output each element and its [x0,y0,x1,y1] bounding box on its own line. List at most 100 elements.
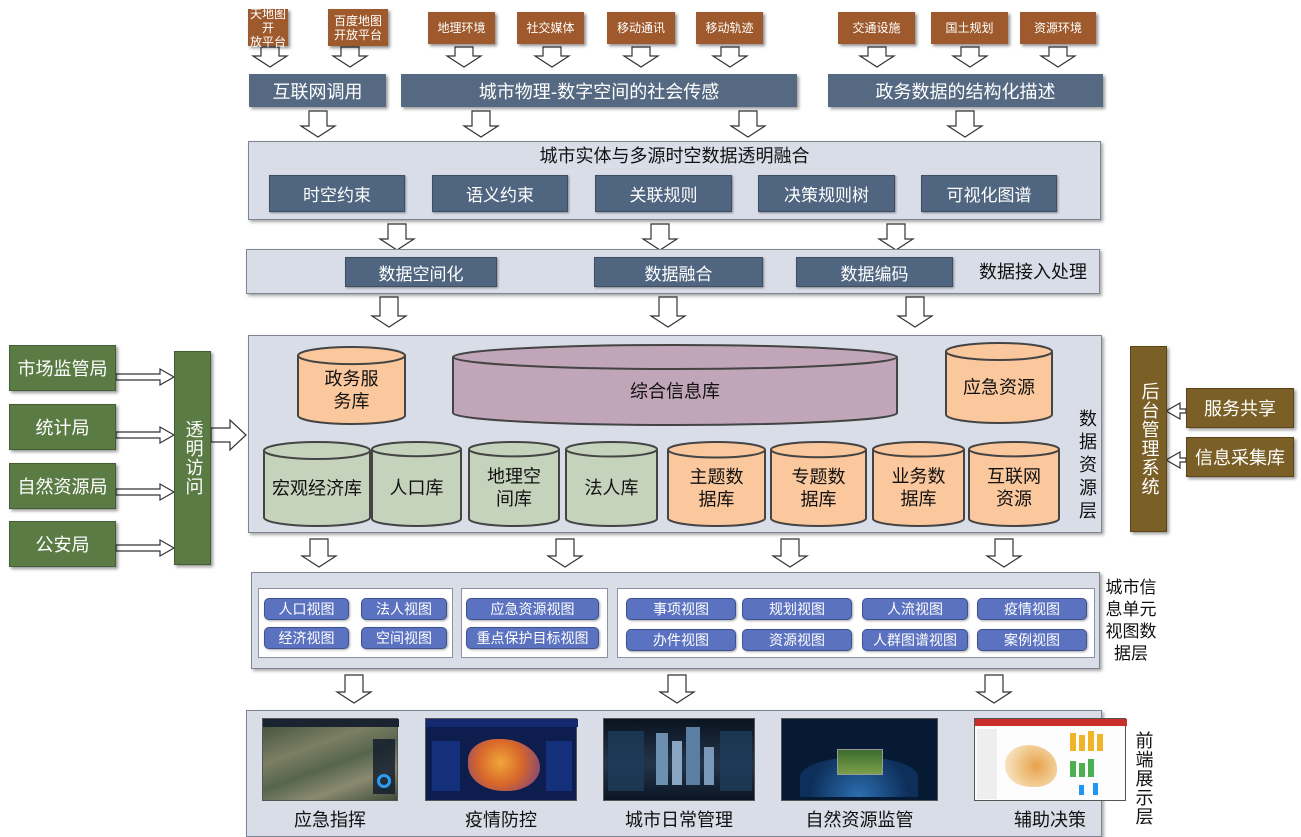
ingest-label: 数据接入处理 [979,261,1087,283]
agency-public-security: 公安局 [9,521,116,567]
view-epidemic: 疫情视图 [977,598,1087,620]
screenshot-natural-resource [781,718,938,801]
view-population: 人口视图 [264,598,349,620]
source-traffic: 交通设施 [838,12,915,44]
db-theme-data-label: 主题数据库 [690,467,744,511]
down-arrow [640,223,680,251]
bar-gov-structured: 政务数据的结构化描述 [828,74,1103,107]
db-business-data: 业务数据库 [872,441,965,527]
down-arrow [710,46,750,68]
frontend-layer-label: 前端展示层 [1132,730,1154,826]
down-arrow [330,46,370,68]
source-mobile-track: 移动轨迹 [696,12,763,44]
down-arrow [334,674,374,704]
screenshot-epidemic-control [425,718,578,801]
db-population-label: 人口库 [390,478,444,499]
frontend-label-epidemic: 疫情防控 [465,810,537,831]
screenshot-city-management [603,718,755,801]
source-baidu-map: 百度地图 开放平台 [328,9,388,46]
down-arrow [621,46,661,68]
down-arrow [657,674,697,704]
ingest-fusion: 数据融合 [594,257,763,287]
db-theme-data: 主题数据库 [667,441,766,527]
down-arrow [728,110,768,138]
source-tianditu: 天地图开 放平台 [248,6,288,49]
bar-social-sensing: 城市物理-数字空间的社会传感 [401,74,797,107]
db-gov-service: 政务服务库 [297,346,406,425]
agency-natural-resources: 自然资源局 [9,463,116,509]
down-arrow [444,46,484,68]
agency-statistics: 统计局 [9,404,116,450]
view-key-protection-target: 重点保护目标视图 [466,627,599,649]
frontend-label-decision-support: 辅助决策 [1014,810,1086,831]
db-integrated-info: 综合信息库 [452,344,898,426]
frontend-label-city-management: 城市日常管理 [625,810,733,831]
db-business-data-label: 业务数据库 [892,467,946,511]
down-arrow [532,46,572,68]
info-collection-db: 信息采集库 [1186,437,1294,477]
down-arrow [1038,46,1078,68]
down-arrow [984,538,1024,568]
agency-market-supervision: 市场监管局 [9,345,116,391]
down-arrow [461,110,501,138]
fusion-title: 城市实体与多源时空数据透明融合 [539,146,810,167]
down-arrow [250,46,290,68]
db-internet-resource: 互联网资源 [968,441,1060,527]
view-casework: 办件视图 [626,629,736,651]
frontend-label-natural-resource: 自然资源监管 [805,810,914,831]
view-legal-person: 法人视图 [361,598,447,620]
fusion-item-semantic: 语义约束 [432,175,568,212]
fusion-item-decision-tree: 决策规则树 [758,175,895,212]
resource-layer-label: 数据 资源 层 [1079,408,1097,522]
fusion-item-visual-graph: 可视化图谱 [921,175,1057,212]
db-population: 人口库 [371,441,462,527]
view-layer-label: 城市信 息单元 视图数 据层 [1105,577,1157,664]
source-mobile-comm: 移动通讯 [607,12,675,44]
db-geo-space: 地理空间库 [468,441,560,527]
screenshot-decision-support [974,718,1127,801]
down-arrow [299,538,339,568]
view-matters: 事项视图 [626,598,736,620]
view-economy: 经济视图 [264,627,349,649]
view-crowd-graph: 人群图谱视图 [862,629,968,651]
fusion-item-association: 关联规则 [595,175,732,212]
down-arrow [974,674,1014,704]
source-geo-env: 地理环境 [428,12,495,44]
db-legal-person: 法人库 [565,441,658,527]
service-sharing: 服务共享 [1186,388,1294,428]
db-macro-economy: 宏观经济库 [263,441,371,527]
view-cases: 案例视图 [977,629,1087,651]
ingest-encode: 数据编码 [796,257,953,287]
down-arrow [950,46,990,68]
db-emergency-resource: 应急资源 [945,342,1053,424]
db-emergency-resource-label: 应急资源 [963,378,1035,399]
down-arrow [377,223,417,251]
db-macro-economy-label: 宏观经济库 [272,479,362,500]
db-legal-person-label: 法人库 [585,478,639,499]
down-arrow [857,46,897,68]
db-special-data-label: 专题数据库 [792,467,846,511]
flow-arrows [250,46,1078,704]
source-resource-env: 资源环境 [1020,12,1096,44]
backend-management-system: 后台管理系统 [1130,346,1167,532]
down-arrow [876,223,916,251]
down-arrow [369,296,409,328]
db-internet-resource-label: 互联网资源 [987,467,1041,511]
source-land-planning: 国土规划 [931,12,1008,44]
down-arrow [945,110,985,138]
down-arrow [545,538,585,568]
db-integrated-info-label: 综合信息库 [630,381,720,402]
bar-internet-call: 互联网调用 [249,74,386,107]
view-emergency-resource: 应急资源视图 [466,598,599,620]
agency-arrows [115,367,1187,558]
down-arrow [895,296,935,328]
db-geo-space-label: 地理空间库 [487,467,541,511]
transparent-access-bar: 透明访问 [174,351,211,565]
db-special-data: 专题数据库 [770,441,867,527]
db-gov-service-label: 政务服务库 [325,369,379,413]
screenshot-emergency-command [262,718,399,801]
fusion-item-spatiotemporal: 时空约束 [269,175,405,212]
frontend-label-emergency: 应急指挥 [294,810,366,831]
